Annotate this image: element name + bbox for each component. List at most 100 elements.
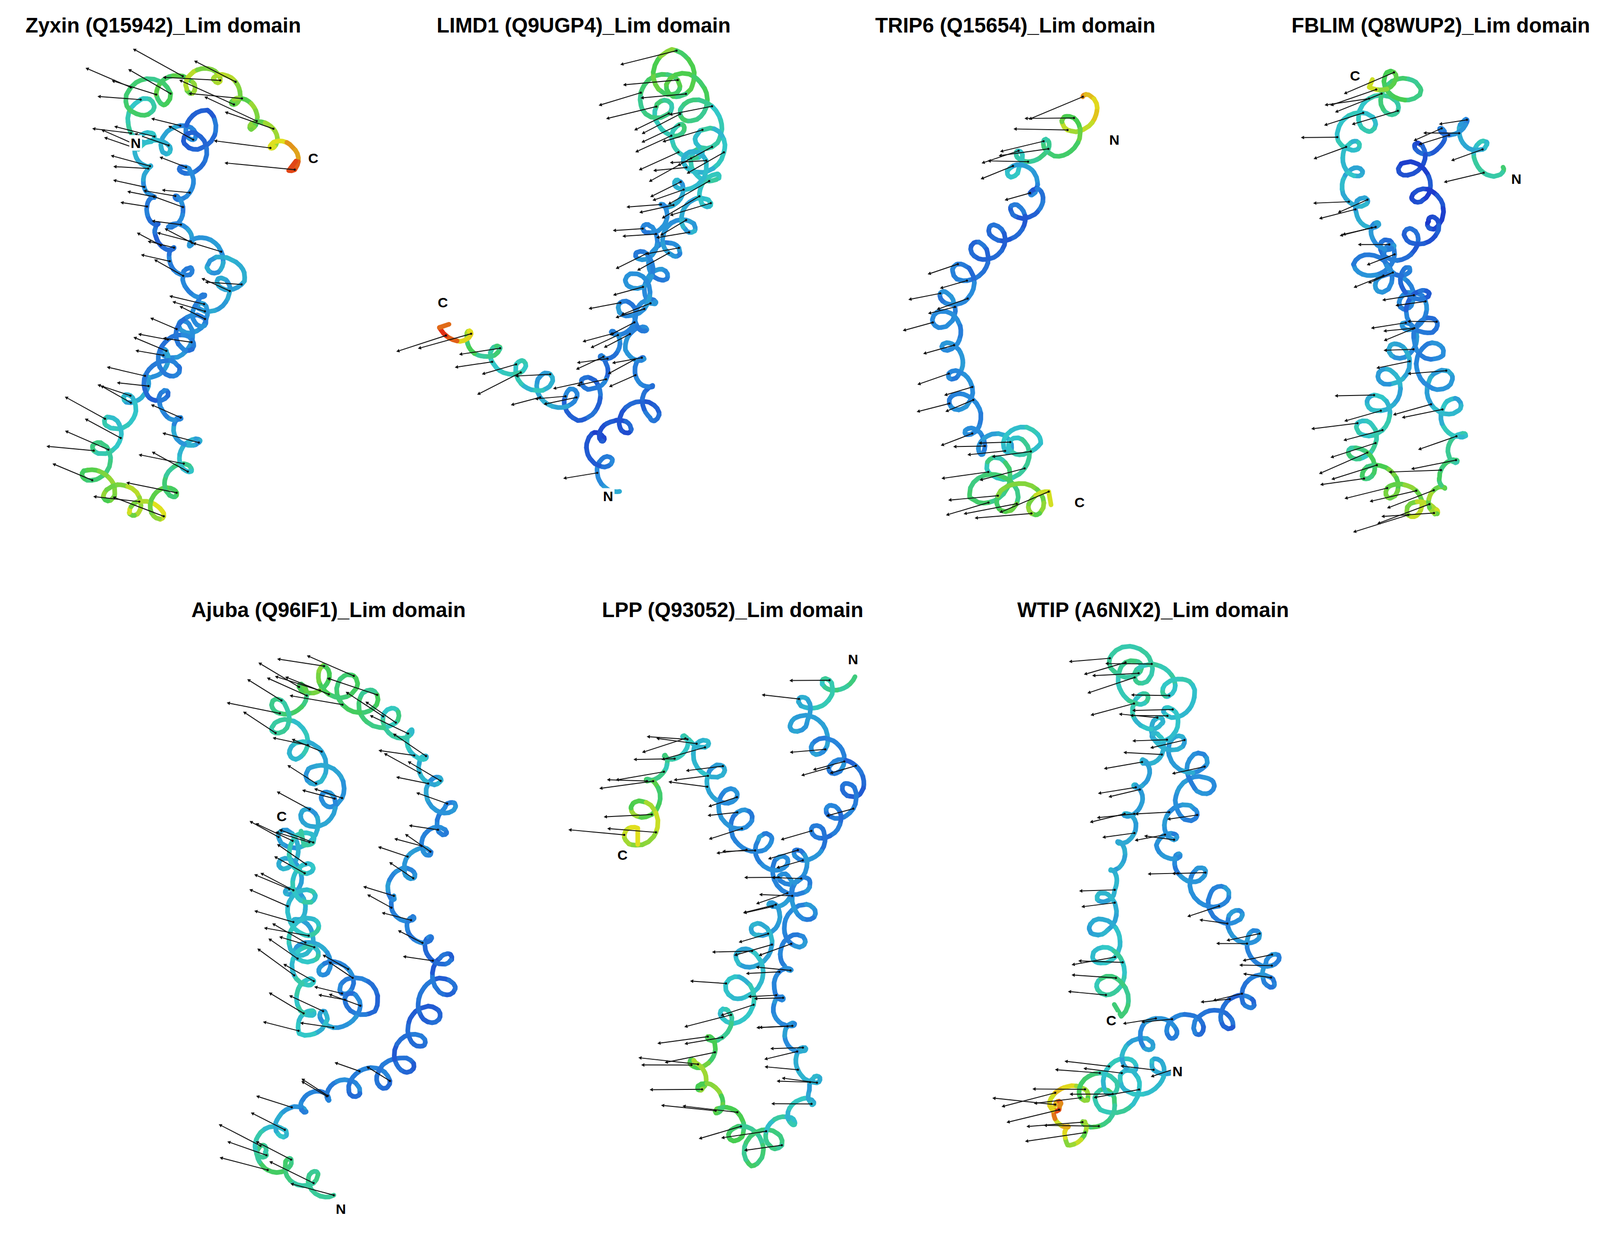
motion-vector — [100, 96, 141, 100]
motion-vector — [1314, 423, 1358, 429]
motion-vector — [513, 397, 541, 405]
vector-head — [902, 328, 907, 332]
motion-vector — [1003, 141, 1044, 152]
vector-head — [114, 125, 118, 129]
motion-vector — [1027, 117, 1074, 119]
backbone-tube — [653, 56, 661, 73]
vector-base — [684, 92, 688, 96]
vector-base — [677, 247, 680, 250]
motion-vector — [618, 308, 645, 317]
backbone-tube — [1380, 93, 1384, 110]
motion-vector — [615, 357, 642, 363]
motion-vector — [926, 345, 954, 353]
vector-base — [672, 204, 675, 207]
backbone-tube — [341, 781, 345, 798]
vector-base — [1424, 300, 1427, 303]
vector-head — [999, 509, 1004, 514]
motion-vector — [610, 359, 635, 374]
vector-head — [126, 481, 131, 485]
vector-head — [116, 381, 121, 386]
vector-base — [1379, 409, 1383, 413]
vector-head — [1418, 141, 1423, 146]
vector-head — [652, 197, 657, 201]
motion-vector — [153, 319, 177, 330]
motion-vector — [1446, 172, 1484, 182]
backbone-tube — [970, 475, 985, 489]
vector-head — [1376, 521, 1381, 525]
motion-vector — [1303, 136, 1337, 139]
motion-vector — [1398, 301, 1426, 306]
vector-head — [979, 477, 984, 481]
backbone-tube — [1011, 427, 1027, 432]
motion-vector — [994, 451, 1031, 457]
vector-head — [1344, 496, 1349, 500]
vector-base — [965, 279, 969, 282]
backbone-tube — [1019, 483, 1038, 490]
vector-head — [1376, 365, 1381, 370]
vector-head — [1318, 471, 1323, 475]
motion-vector — [120, 383, 149, 387]
vector-head — [1383, 338, 1388, 342]
motion-vector — [195, 243, 222, 252]
motion-vector — [154, 406, 182, 418]
motion-vector — [689, 152, 724, 173]
vector-base — [139, 98, 142, 101]
vector-base — [107, 448, 110, 451]
vector-base — [619, 301, 622, 305]
backbone-tube — [639, 92, 643, 110]
motion-vector — [615, 228, 643, 231]
vector-base — [1361, 111, 1365, 115]
backbone-tube — [653, 72, 659, 90]
motion-vector — [49, 446, 94, 451]
motion-vector — [157, 261, 183, 276]
vector-base — [1392, 71, 1396, 74]
motion-vector — [182, 307, 206, 319]
vector-head — [85, 67, 90, 71]
vector-head — [1000, 149, 1004, 153]
vector-head — [669, 160, 673, 165]
vector-base — [174, 194, 177, 198]
vector-head — [1423, 131, 1427, 135]
vector-base — [162, 515, 166, 518]
protein-structure — [1337, 71, 1504, 517]
motion-vector — [165, 190, 190, 193]
vector-head — [927, 271, 932, 275]
vector-base — [232, 103, 236, 106]
vector-head — [140, 253, 145, 257]
motion-vector — [67, 398, 105, 420]
motion-vector — [116, 181, 144, 188]
vector-head — [477, 391, 481, 396]
vector-head — [458, 352, 463, 357]
backbone-tube — [352, 978, 369, 982]
motion-vector — [1360, 244, 1390, 246]
vector-head — [396, 348, 400, 353]
vector-head — [967, 452, 971, 457]
vector-base — [711, 105, 714, 108]
vector-base — [1029, 450, 1033, 453]
vector-head — [1343, 91, 1348, 95]
vector-head — [598, 102, 603, 107]
backbone-tube — [978, 263, 988, 277]
motion-vector — [116, 166, 149, 169]
vector-base — [1017, 149, 1020, 153]
vector-base — [633, 358, 636, 361]
vector-head — [940, 442, 945, 447]
vector-base — [953, 306, 957, 309]
vector-base — [972, 398, 975, 402]
vector-head — [576, 366, 581, 371]
vector-base — [654, 105, 658, 108]
vector-head — [179, 306, 184, 310]
motion-vector — [931, 306, 956, 314]
motion-vector — [113, 156, 150, 167]
vector-base — [234, 80, 237, 83]
vector-head — [908, 297, 912, 301]
vector-base — [1455, 435, 1458, 438]
protein-structure — [255, 665, 456, 1198]
vector-head — [1367, 280, 1372, 284]
vector-base — [605, 378, 608, 381]
motion-vector — [1338, 93, 1382, 112]
vector-base — [970, 386, 974, 389]
vector-head — [162, 432, 166, 436]
vector-base — [709, 202, 713, 205]
vector-head — [417, 346, 422, 350]
